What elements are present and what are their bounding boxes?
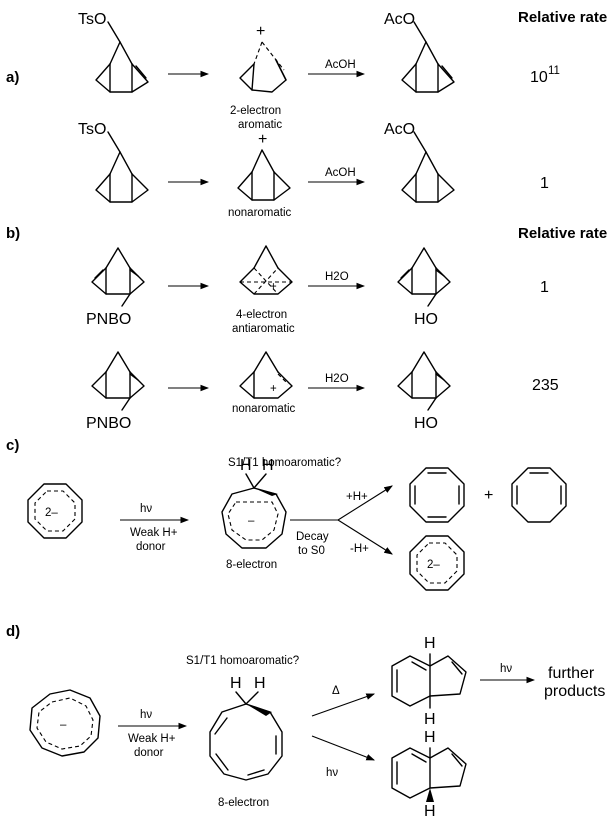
svg-text:donor: donor — [134, 747, 164, 759]
section-label-d: d) — [6, 623, 20, 640]
relative-rate-header-a: Relative rate — [518, 9, 607, 26]
svg-text:antiaromatic: antiaromatic — [232, 323, 295, 335]
c-intermediate-homocot-anion: H H – 8-electron — [221, 457, 287, 571]
c-product-cyclooctatriene-1 — [409, 467, 465, 523]
svg-text:HO: HO — [414, 415, 438, 432]
d-conditions: hν Weak H+ donor — [128, 709, 176, 759]
svg-text:nonaromatic: nonaromatic — [228, 207, 292, 219]
d-further-products: further products — [544, 665, 605, 700]
a1-reactant-norbornenyl-tosylate: TsO — [78, 11, 149, 93]
b2-product-norbornenol: HO — [397, 351, 451, 432]
svg-text:H: H — [424, 729, 436, 746]
svg-text:products: products — [544, 683, 605, 700]
b2-relative-rate: 235 — [532, 377, 559, 394]
svg-text:H: H — [424, 635, 436, 652]
svg-text:Weak H+: Weak H+ — [128, 733, 176, 745]
b1-product-norbornadienol: HO — [397, 247, 451, 328]
svg-text:2–: 2– — [45, 507, 58, 519]
c-product-cyclooctatriene-2 — [511, 467, 567, 523]
svg-text:hν: hν — [140, 709, 152, 721]
section-label-b: b) — [6, 225, 20, 242]
svg-text:TsO: TsO — [78, 121, 106, 138]
section-label-c: c) — [6, 437, 19, 454]
svg-text:PNBO: PNBO — [86, 311, 131, 328]
b1-relative-rate: 1 — [540, 279, 549, 296]
svg-text:AcO: AcO — [384, 11, 415, 28]
svg-text:aromatic: aromatic — [238, 119, 282, 131]
c-decay-label: Decay to S0 — [296, 531, 329, 557]
a1-product-norbornenyl-acetate: AcO — [384, 11, 455, 93]
svg-text:4-electron: 4-electron — [236, 309, 287, 321]
svg-text:+: + — [258, 131, 267, 148]
svg-text:–: – — [248, 515, 255, 527]
svg-text:to S0: to S0 — [298, 545, 325, 557]
b2-reactant-norbornenyl-ester: PNBO — [86, 351, 145, 432]
svg-text:+: + — [270, 281, 277, 293]
c-product-cot-dianion: 2– — [409, 535, 465, 591]
c-plus-sign: + — [484, 487, 493, 504]
svg-text:nonaromatic: nonaromatic — [232, 403, 296, 415]
a1-reagent: AcOH — [325, 59, 356, 71]
svg-text:11: 11 — [548, 65, 560, 77]
b1-reactant-norbornadienyl-ester: PNBO — [86, 247, 145, 328]
d-lower-condition: hν — [326, 767, 338, 779]
svg-text:further: further — [548, 665, 595, 682]
svg-text:HO: HO — [414, 311, 438, 328]
svg-text:–: – — [60, 719, 67, 731]
d-product-cis-bicyclononatriene: H H — [391, 635, 467, 728]
d-branch-arrows — [311, 693, 376, 761]
svg-text:TsO: TsO — [78, 11, 106, 28]
relative-rate-header-b: Relative rate — [518, 225, 607, 242]
d-product-trans-bicyclononatriene: H H — [391, 729, 467, 820]
svg-text:H: H — [424, 803, 436, 820]
b2-intermediate-allyl-cation: + nonaromatic — [232, 351, 296, 415]
section-label-a: a) — [6, 69, 19, 86]
c-branch-arrows — [290, 485, 393, 555]
a2-product-norbornyl-acetate: AcO — [384, 121, 455, 203]
svg-text:8-electron: 8-electron — [218, 797, 269, 809]
d-further-condition: hν — [500, 663, 512, 675]
b1-intermediate-bishomoantiaromatic-cation: + 4-electron antiaromatic — [232, 245, 295, 335]
svg-text:8-electron: 8-electron — [226, 559, 277, 571]
a2-relative-rate: 1 — [540, 175, 549, 192]
svg-text:donor: donor — [136, 541, 166, 553]
svg-text:2–: 2– — [427, 559, 440, 571]
c-upper-reagent: +H+ — [346, 491, 368, 503]
svg-text:Decay: Decay — [296, 531, 329, 543]
svg-text:10: 10 — [530, 69, 548, 86]
svg-text:H: H — [424, 711, 436, 728]
svg-text:PNBO: PNBO — [86, 415, 131, 432]
svg-text:AcO: AcO — [384, 121, 415, 138]
c-reactant-cot-dianion: 2– — [27, 483, 83, 539]
svg-text:+: + — [256, 23, 265, 40]
b1-reagent: H2O — [325, 271, 349, 283]
svg-text:H: H — [262, 457, 274, 474]
d-reactant-cyclononatetraenide: – — [29, 689, 101, 757]
svg-text:+: + — [270, 383, 277, 395]
d-intermediate-homocyclononatetraene: H H 8-electron — [209, 675, 283, 809]
a2-intermediate-norbornyl-cation: + nonaromatic — [228, 131, 292, 219]
svg-text:2-electron: 2-electron — [230, 105, 281, 117]
c-lower-reagent: -H+ — [350, 543, 369, 555]
b2-reagent: H2O — [325, 373, 349, 385]
c-title: S1/T1 homoaromatic? — [228, 457, 341, 469]
a2-reactant-norbornyl-tosylate: TsO — [78, 121, 149, 203]
svg-text:H: H — [254, 675, 266, 692]
svg-text:H: H — [240, 457, 252, 474]
svg-text:hν: hν — [140, 503, 152, 515]
d-upper-condition: Δ — [332, 685, 340, 697]
a1-intermediate-nonclassical-cation: + 2-electron aromatic — [230, 23, 287, 131]
svg-text:Weak H+: Weak H+ — [130, 527, 178, 539]
c-conditions: hν Weak H+ donor — [130, 503, 178, 553]
d-title: S1/T1 homoaromatic? — [186, 655, 299, 667]
a2-reagent: AcOH — [325, 167, 356, 179]
svg-text:H: H — [230, 675, 242, 692]
a1-relative-rate: 10 11 — [530, 65, 560, 86]
